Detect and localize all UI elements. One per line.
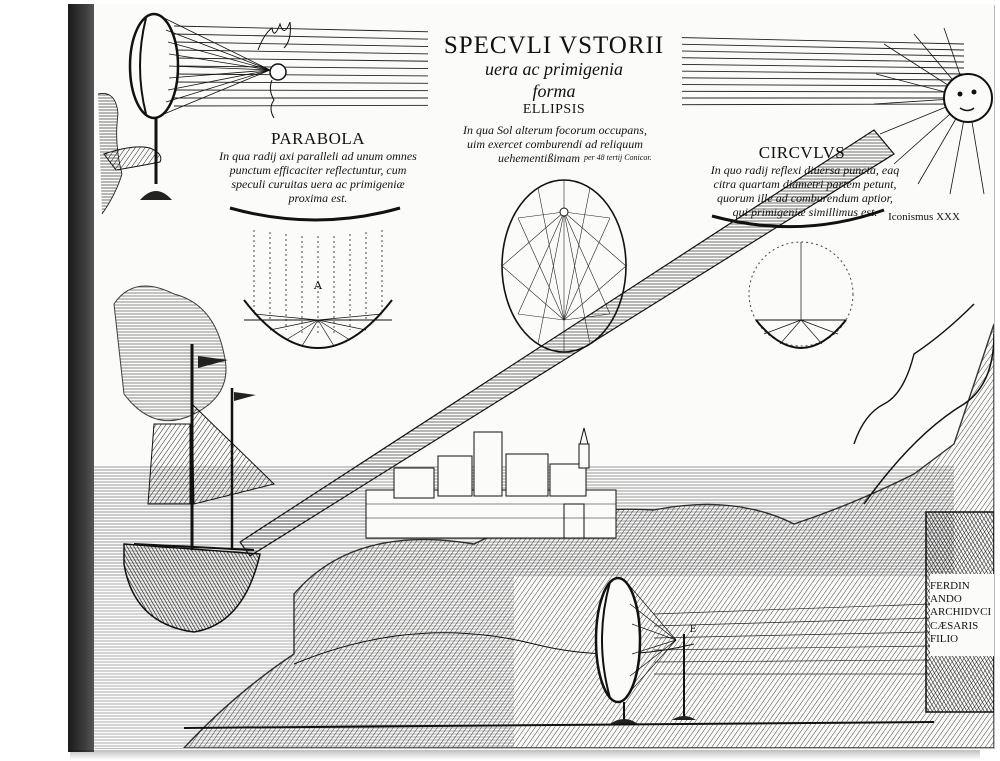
sailing-ship	[113, 285, 275, 633]
sun-face	[873, 27, 993, 195]
bottom-mirror	[183, 576, 935, 729]
circulus-diagram	[711, 208, 885, 349]
parabola-text-1: In qua radij axi paralleli ad unum omnes	[219, 149, 417, 163]
plate-title: SPECVLI VSTORII	[443, 32, 665, 59]
plaque-line: CÆSARIS	[930, 619, 979, 632]
circulus-text-2: citra quartam diametri partem petunt,	[713, 177, 897, 191]
ellipse-diagram	[501, 179, 627, 353]
parabola-diagram	[229, 206, 401, 349]
parabola-point-label: A	[314, 279, 322, 292]
canvas-shadow	[70, 750, 980, 760]
plate-subtitle-2: forma	[532, 81, 576, 101]
circulus-text-3: quorum ille ad comburendum aptior,	[717, 191, 893, 205]
plate-subtitle-1: uera ac primigenia	[485, 59, 623, 79]
dedication-text: FERDIN ANDO ARCHIDVCI CÆSARIS FILIO	[930, 580, 1000, 646]
ellipse-heading: ELLIPSIS	[522, 102, 586, 117]
plaque-line: FERDIN	[930, 580, 970, 592]
ellipse-text-2: uim exercet comburendi ad reliquum	[467, 137, 643, 151]
circulus-heading: CIRCVLVS	[758, 143, 846, 162]
ellipse-note: per 48 tertij Conicor.	[584, 153, 652, 162]
fortified-city	[365, 427, 617, 539]
parabola-text-2: punctum efficaciter reflectuntur, cum	[229, 163, 407, 177]
plate-number: Iconismus XXX	[888, 211, 960, 223]
circulus-text-1: In quo radij reflexi diuersa puncta, eaq	[710, 163, 900, 177]
ellipse-text-3: uehementißimam	[498, 151, 580, 165]
mirror-label: E	[689, 625, 697, 635]
engraving-print: SPECVLI VSTORII uera ac primigenia forma…	[94, 4, 994, 748]
parabola-text-3: speculi curuitas uera ac primigeniæ	[231, 177, 405, 191]
circulus-text-4: qui primigeniæ simillimus est.	[732, 205, 878, 219]
engraving-illustration	[94, 12, 994, 748]
canvas-edge	[68, 4, 94, 752]
plaque-line: ARCHIDVCI	[930, 606, 992, 619]
top-left-mirror	[97, 12, 291, 215]
plaque-line: FILIO	[930, 632, 959, 645]
ellipse-text-1: In qua Sol alterum focorum occupans,	[463, 123, 647, 137]
parabola-text-4: proxima est.	[288, 191, 348, 205]
plaque-line: ANDO	[930, 593, 962, 606]
parabola-heading: PARABOLA	[270, 129, 366, 148]
